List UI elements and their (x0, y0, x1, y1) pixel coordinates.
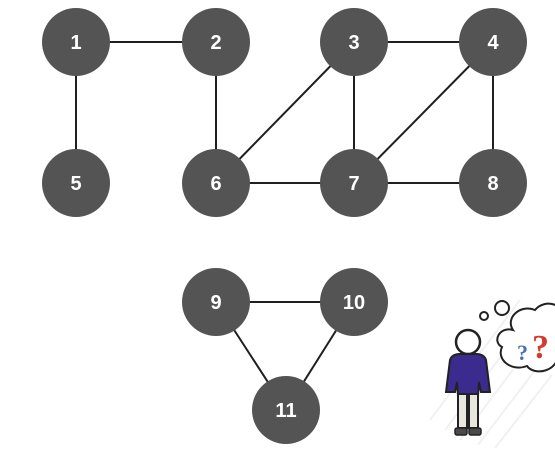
node-circle (42, 149, 110, 217)
node-circle (459, 149, 527, 217)
person-right-leg (468, 393, 479, 429)
nodes-layer: 1 2 3 4 5 6 7 8 9 10 11 (42, 8, 527, 444)
node-label: 9 (210, 292, 221, 314)
node-10: 10 (320, 268, 388, 336)
node-label: 2 (210, 32, 221, 54)
node-11: 11 (252, 376, 320, 444)
node-circle (182, 268, 250, 336)
node-label: 5 (70, 173, 81, 195)
node-9: 9 (182, 268, 250, 336)
node-1: 1 (42, 8, 110, 76)
node-circle (182, 149, 250, 217)
node-5: 5 (42, 149, 110, 217)
node-label: 7 (348, 173, 359, 195)
node-7: 7 (320, 149, 388, 217)
node-circle (182, 8, 250, 76)
node-label: 6 (210, 173, 221, 195)
node-circle (320, 8, 388, 76)
person-right-shoe (468, 427, 482, 436)
node-8: 8 (459, 149, 527, 217)
thought-bubble-medium (494, 300, 510, 316)
node-label: 3 (348, 32, 359, 54)
person-torso (444, 353, 492, 397)
person-left-shoe (454, 427, 468, 436)
confused-person-thought-bubble-icon: ? ? (429, 299, 555, 449)
node-circle (320, 149, 388, 217)
person-left-leg (457, 393, 468, 429)
node-2: 2 (182, 8, 250, 76)
person-head (454, 328, 482, 356)
node-6: 6 (182, 149, 250, 217)
node-label: 4 (487, 32, 499, 54)
node-circle (459, 8, 527, 76)
node-4: 4 (459, 8, 527, 76)
node-label: 8 (487, 173, 498, 195)
node-label: 10 (343, 292, 365, 314)
node-circle (252, 376, 320, 444)
node-3: 3 (320, 8, 388, 76)
thought-cloud (496, 302, 555, 373)
question-mark-red: ? (532, 329, 549, 366)
node-label: 11 (275, 400, 296, 422)
node-circle (320, 268, 388, 336)
edges-layer (75, 41, 494, 411)
node-circle (42, 8, 110, 76)
question-mark-blue: ? (517, 340, 528, 365)
node-label: 1 (70, 32, 81, 54)
thought-bubble-small (479, 311, 489, 321)
